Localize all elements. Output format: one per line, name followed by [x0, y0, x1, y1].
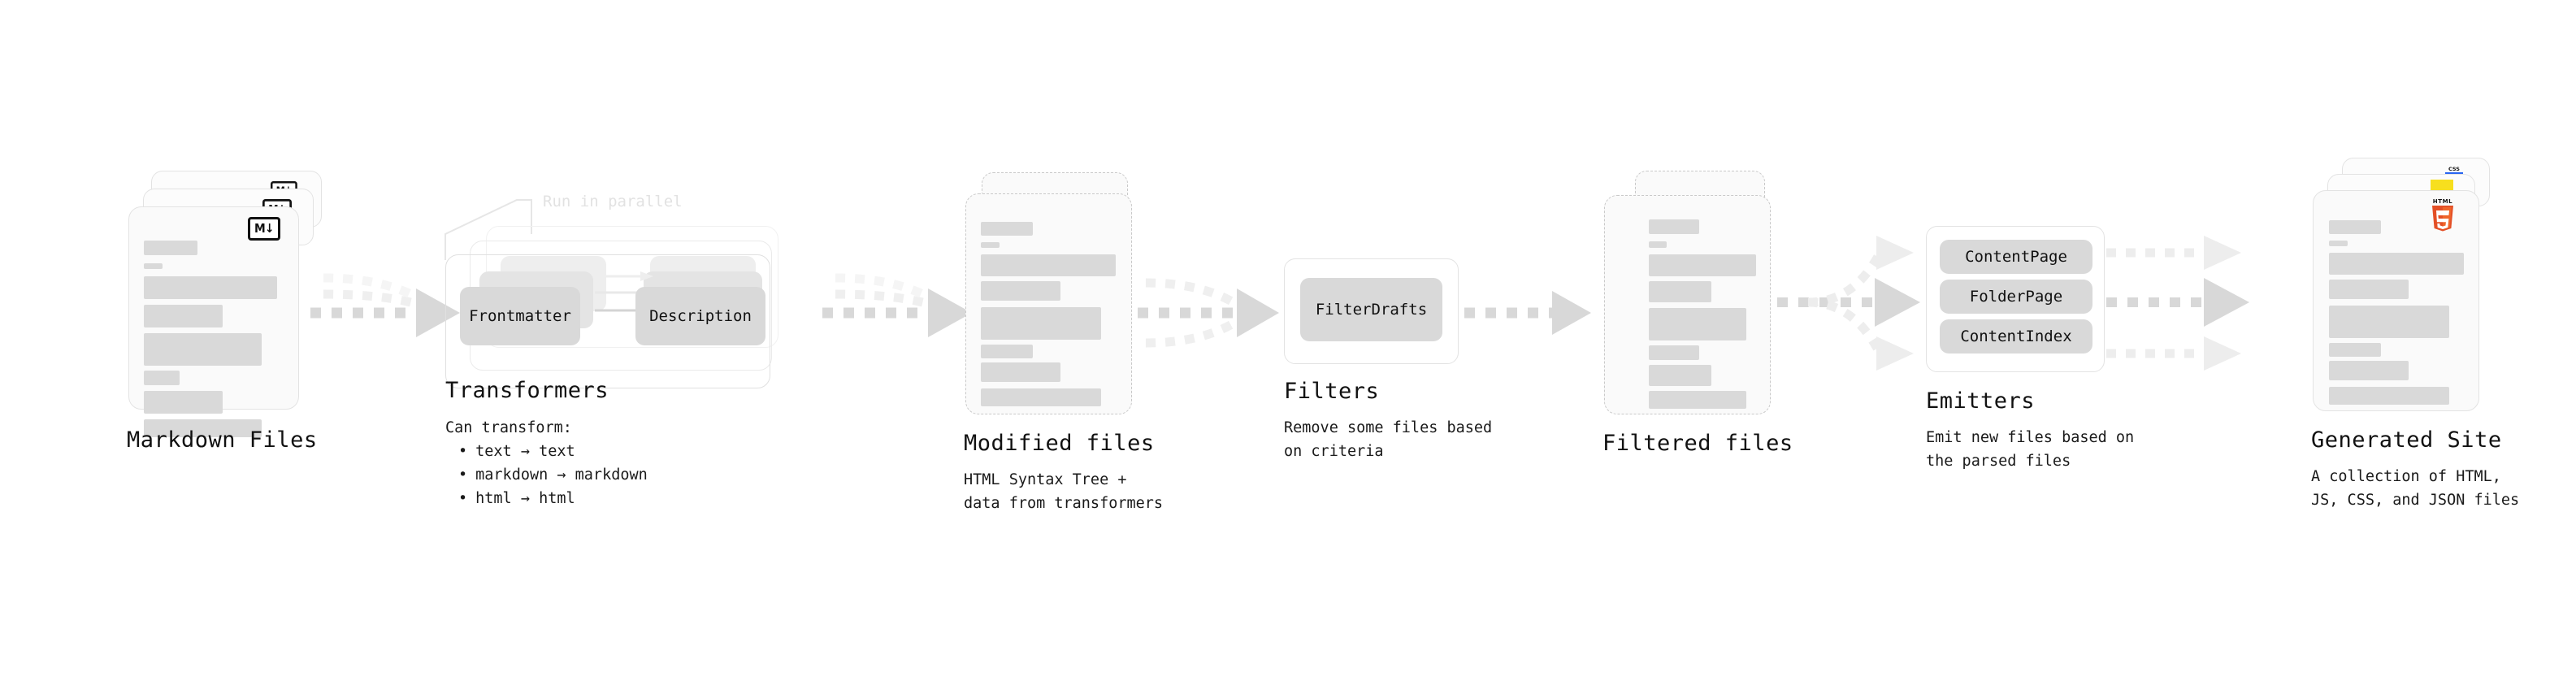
skeleton-bar [2329, 361, 2409, 380]
emitters-subtitle: Emit new files based on the parsed files [1926, 429, 2135, 470]
svg-text:CSS: CSS [2448, 166, 2460, 172]
run-in-parallel-label: Run in parallel [543, 193, 683, 210]
arrow-transformers-to-modified [822, 273, 972, 337]
filters-title: Filters [1284, 379, 1380, 404]
generated-site-title: Generated Site [2311, 427, 2502, 453]
site-card-html: HTML [2313, 190, 2479, 411]
skeleton-bar [981, 307, 1101, 340]
stage-transformers: Run in parallel Frontmatter Description … [423, 0, 845, 681]
skeleton-bar [144, 263, 163, 269]
generated-site-subtitle: A collection of HTML, JS, CSS, and JSON … [2311, 468, 2520, 509]
filter-node-filterdrafts[interactable]: FilterDrafts [1300, 278, 1442, 341]
transformers-bullet-list: • text → text • markdown → markdown • ht… [458, 440, 648, 510]
stage-emitters: ContentPage FolderPage ContentIndex Emit… [1918, 0, 2243, 681]
skeleton-bar [981, 345, 1033, 358]
stage-modified-files: Modified files HTML Syntax Tree + data f… [935, 0, 1276, 681]
transformer-node-frontmatter[interactable]: Frontmatter [460, 287, 580, 345]
skeleton-bar [2329, 220, 2381, 234]
skeleton-bar [1649, 254, 1756, 276]
markdown-icon: M↓ [248, 217, 280, 241]
skeleton-bar [1649, 281, 1711, 302]
stage-filters: FilterDrafts Filters Remove some files b… [1276, 0, 1585, 681]
skeleton-bar [144, 419, 262, 437]
bullet-text: html → html [475, 490, 575, 507]
skeleton-bar [2329, 241, 2348, 246]
filters-subtitle: Remove some files based on criteria [1284, 419, 1493, 460]
skeleton-bar [144, 241, 197, 255]
skeleton-bar [1649, 391, 1746, 409]
html5-icon: HTML [2432, 198, 2453, 232]
bullet-glyph: • [458, 443, 468, 460]
arrow-modified-to-filters [1138, 278, 1279, 348]
skeleton-bar [144, 305, 223, 327]
arrow-filters-to-filtered [1464, 291, 1591, 335]
list-item: • text → text [458, 440, 648, 463]
bullet-glyph: • [458, 490, 468, 507]
skeleton-bar [981, 242, 1000, 248]
skeleton-bar [981, 254, 1116, 276]
emitters-title: Emitters [1926, 388, 2036, 414]
skeleton-bar [144, 391, 223, 414]
skeleton-bar [1649, 241, 1667, 248]
emitter-node-contentpage[interactable]: ContentPage [1940, 240, 2092, 274]
emitter-node-folderpage[interactable]: FolderPage [1940, 280, 2092, 314]
skeleton-bar [144, 371, 180, 385]
emitter-node-contentindex[interactable]: ContentIndex [1940, 319, 2092, 354]
arrow-markdown-to-transformers [310, 273, 460, 337]
list-item: • html → html [458, 487, 648, 510]
arrow-emitters-to-site [2106, 236, 2249, 371]
skeleton-bar [1649, 345, 1699, 360]
filtered-files-title: Filtered files [1602, 431, 1793, 456]
skeleton-bar [1649, 365, 1711, 386]
stage-markdown-files: M↓ M↓ M↓ Markdown Files [0, 0, 341, 681]
transformers-subtitle: Can transform: [445, 419, 572, 436]
skeleton-bar [2329, 253, 2464, 275]
modified-files-title: Modified files [964, 431, 1155, 456]
skeleton-bar [2329, 387, 2449, 405]
skeleton-bar [1649, 308, 1746, 340]
skeleton-bar [144, 333, 262, 366]
skeleton-bar [144, 276, 277, 299]
stage-generated-site: CSS HTML Generated Site A [2243, 0, 2576, 681]
markdown-files-title: Markdown Files [127, 427, 318, 453]
transformer-frame-front [445, 254, 770, 388]
arrow-filtered-to-emitters [1777, 236, 1920, 371]
bullet-text: markdown → markdown [475, 466, 648, 484]
run-in-parallel-bracket [445, 199, 532, 260]
markdown-card-front: M↓ [128, 206, 299, 437]
transformers-title: Transformers [445, 378, 609, 403]
bullet-glyph: • [458, 466, 468, 484]
skeleton-bar [2329, 306, 2449, 338]
modified-files-subtitle: HTML Syntax Tree + data from transformer… [964, 471, 1164, 512]
stage-filtered-files: Filtered files [1593, 0, 1918, 681]
bullet-text: text → text [475, 443, 575, 460]
skeleton-bar [2329, 343, 2381, 357]
skeleton-bar [1649, 219, 1699, 234]
skeleton-bar [981, 388, 1101, 406]
skeleton-bar [2329, 280, 2409, 299]
skeleton-bar [981, 362, 1060, 382]
svg-text:HTML: HTML [2433, 198, 2452, 205]
skeleton-bar [981, 222, 1033, 236]
skeleton-bar [981, 281, 1060, 301]
list-item: • markdown → markdown [458, 463, 648, 487]
transformer-node-description[interactable]: Description [635, 287, 765, 345]
